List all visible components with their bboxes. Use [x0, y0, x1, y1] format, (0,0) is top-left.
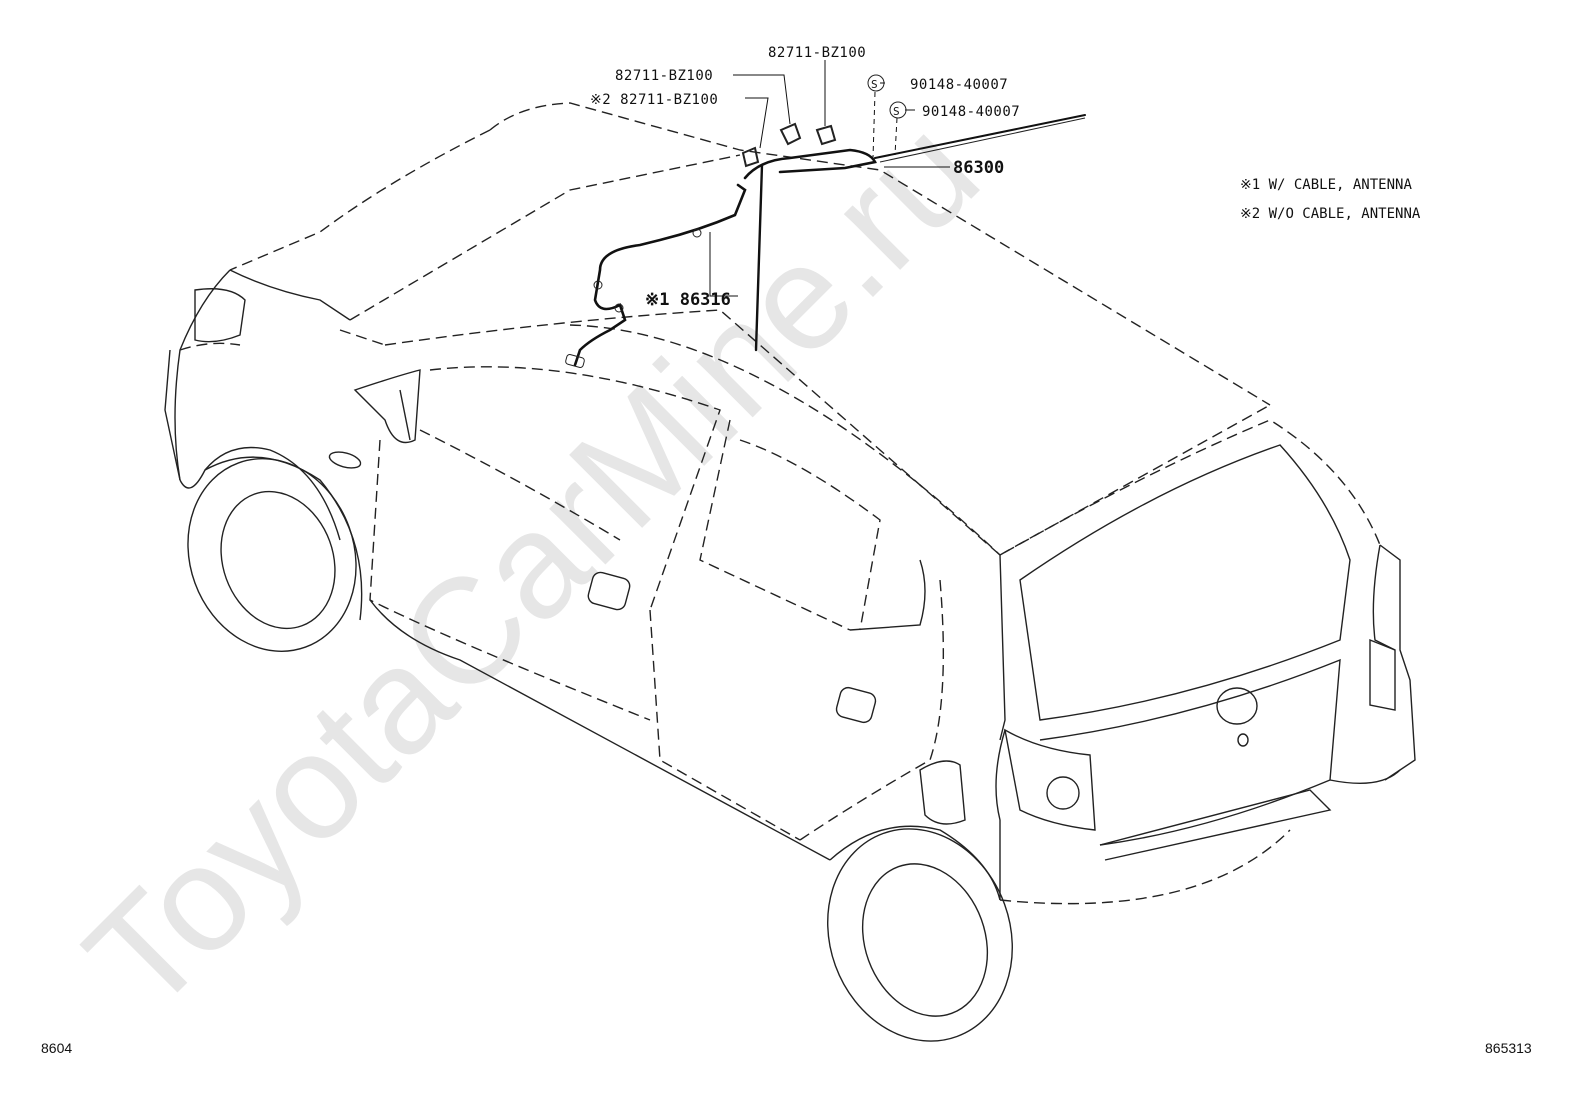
page-code-left: 8604 [41, 1040, 72, 1056]
car-outline [164, 102, 1416, 1042]
watermark: ToyotaCarMine.ru [54, 87, 1010, 1043]
screw-symbol-icon [889, 101, 907, 119]
page-code-right: 865313 [1485, 1040, 1532, 1056]
screw-symbol-a: S [871, 78, 878, 91]
callout-clip-left: 82711-BZ100 [615, 68, 713, 84]
callout-antenna: 86300 [953, 158, 1004, 178]
antenna-assembly [565, 114, 1086, 368]
callout-cable: ※1 86316 [645, 290, 731, 310]
callout-clip-top: 82711-BZ100 [768, 45, 866, 61]
callout-screw-a: 90148-40007 [910, 77, 1008, 93]
legend-note-1: ※1 W/ CABLE, ANTENNA [1240, 177, 1412, 193]
screw-symbol-icon [867, 74, 885, 92]
screw-symbol-b: S [893, 105, 900, 118]
legend-note-2: ※2 W/O CABLE, ANTENNA [1240, 206, 1421, 222]
clip-icon [741, 122, 837, 168]
leader-lines [709, 60, 950, 297]
callout-screw-b: 90148-40007 [922, 104, 1020, 120]
callout-clip-note2: ※2 82711-BZ100 [590, 92, 718, 108]
